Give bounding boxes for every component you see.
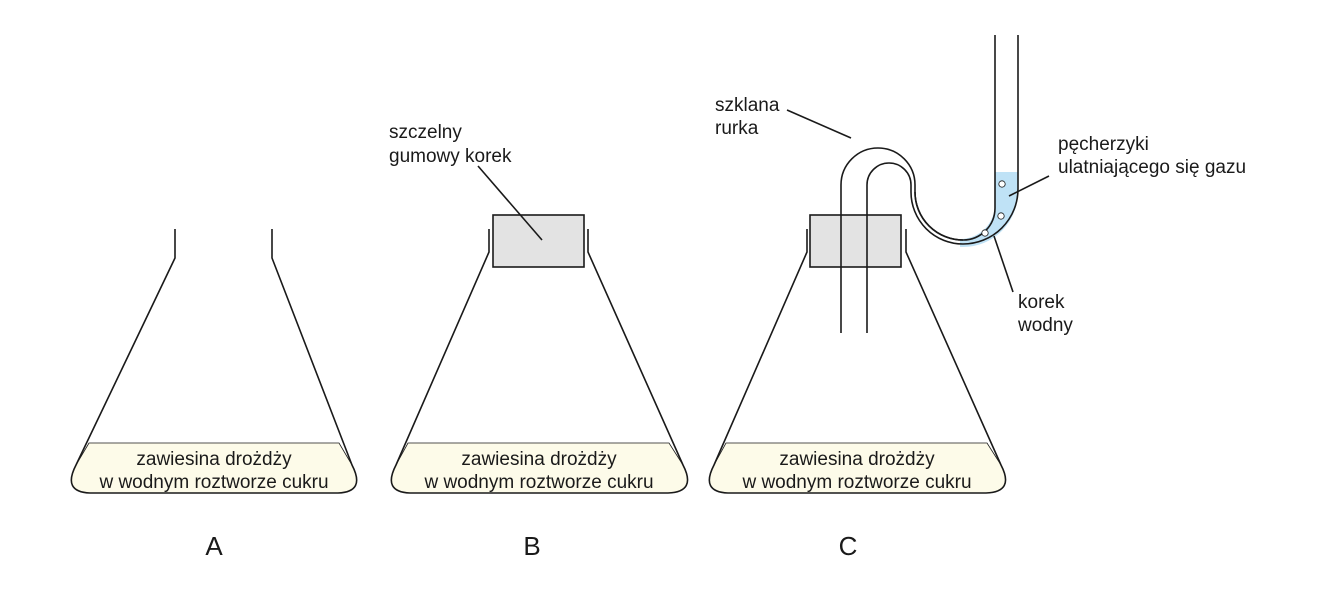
- tube-label-pointer: [786, 109, 852, 139]
- flask-c-caption: C: [839, 531, 858, 561]
- flask-c-rubber-stopper: [809, 214, 902, 268]
- flask-c: szklana rurka pęcherzyki ulatniającego s…: [708, 35, 1246, 561]
- water-seal-label-line-1: korek: [1018, 292, 1065, 313]
- flask-b: szczelny gumowy korek zawiesina drożdży …: [389, 122, 689, 561]
- bubbles-label-line-2: ulatniającego się gazu: [1058, 157, 1246, 178]
- flask-a-caption: A: [205, 531, 223, 561]
- glass-tube-outer-wall: [840, 35, 996, 333]
- gas-bubble-3: [981, 229, 989, 237]
- stopper-label-line-2: gumowy korek: [389, 146, 512, 167]
- stopper-label-line-1: szczelny: [389, 122, 462, 143]
- tube-label-line-1: szklana: [715, 95, 780, 116]
- flask-c-solution-line-1: zawiesina drożdży: [779, 449, 935, 470]
- water-seal-label-pointer: [993, 235, 1014, 293]
- glass-tube-outer-bend: [914, 191, 964, 241]
- gas-bubble-2: [997, 212, 1005, 220]
- flask-b-rubber-stopper: [492, 214, 585, 268]
- water-seal-label-line-2: wodny: [1017, 315, 1073, 336]
- bubbles-label-line-1: pęcherzyki: [1058, 134, 1149, 155]
- glass-tube-inner-wall: [866, 35, 1019, 333]
- flask-b-solution-line-2: w wodnym roztworze cukru: [423, 472, 653, 493]
- flask-a-glass: [70, 229, 358, 494]
- flask-b-caption: B: [523, 531, 540, 561]
- tube-label-line-2: rurka: [715, 118, 759, 139]
- flask-b-solution-line-1: zawiesina drożdży: [461, 449, 617, 470]
- gas-bubble-1: [998, 180, 1006, 188]
- bubbles-label-pointer: [1008, 175, 1050, 197]
- flask-a-solution-line-2: w wodnym roztworze cukru: [98, 472, 328, 493]
- water-seal-liquid: [960, 172, 1018, 247]
- flask-c-solution-line-2: w wodnym roztworze cukru: [741, 472, 971, 493]
- flask-b-glass: [390, 229, 689, 494]
- flask-c-glass: [708, 229, 1007, 494]
- flask-a-solution-line-1: zawiesina drożdży: [136, 449, 292, 470]
- flask-a: zawiesina drożdży w wodnym roztworze cuk…: [70, 229, 358, 561]
- flask-b-stopper-pointer: [477, 165, 543, 241]
